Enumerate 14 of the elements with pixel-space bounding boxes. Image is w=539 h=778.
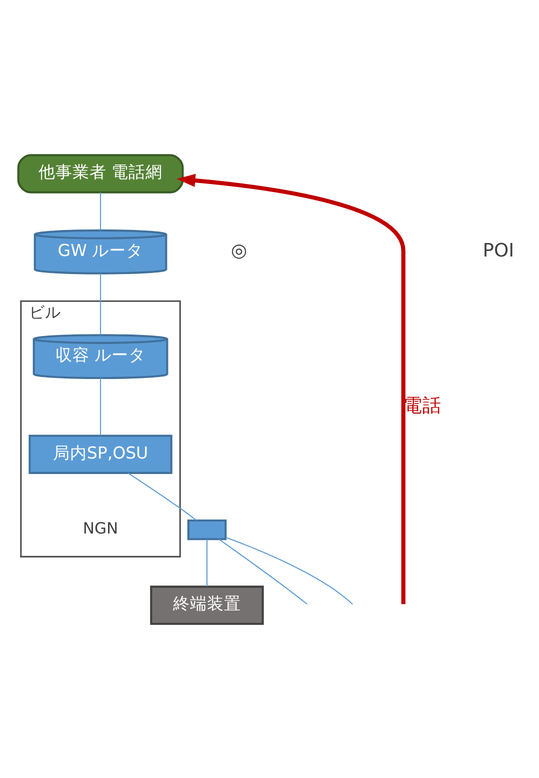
connector bbox=[100, 192, 102, 230]
connector bbox=[100, 377, 102, 436]
connector bbox=[218, 538, 308, 604]
label: ◎ bbox=[230, 240, 248, 261]
connector bbox=[206, 538, 208, 586]
node-box: 終端装置 bbox=[150, 585, 264, 624]
arrow bbox=[176, 173, 406, 604]
connector bbox=[100, 273, 102, 335]
connector bbox=[226, 536, 353, 604]
connector bbox=[128, 472, 197, 520]
node-box: 他事業者 電話網 bbox=[17, 154, 184, 193]
label: POI bbox=[482, 240, 514, 261]
node-box: 局内SP,OSU bbox=[28, 434, 172, 474]
node-box bbox=[187, 518, 227, 540]
